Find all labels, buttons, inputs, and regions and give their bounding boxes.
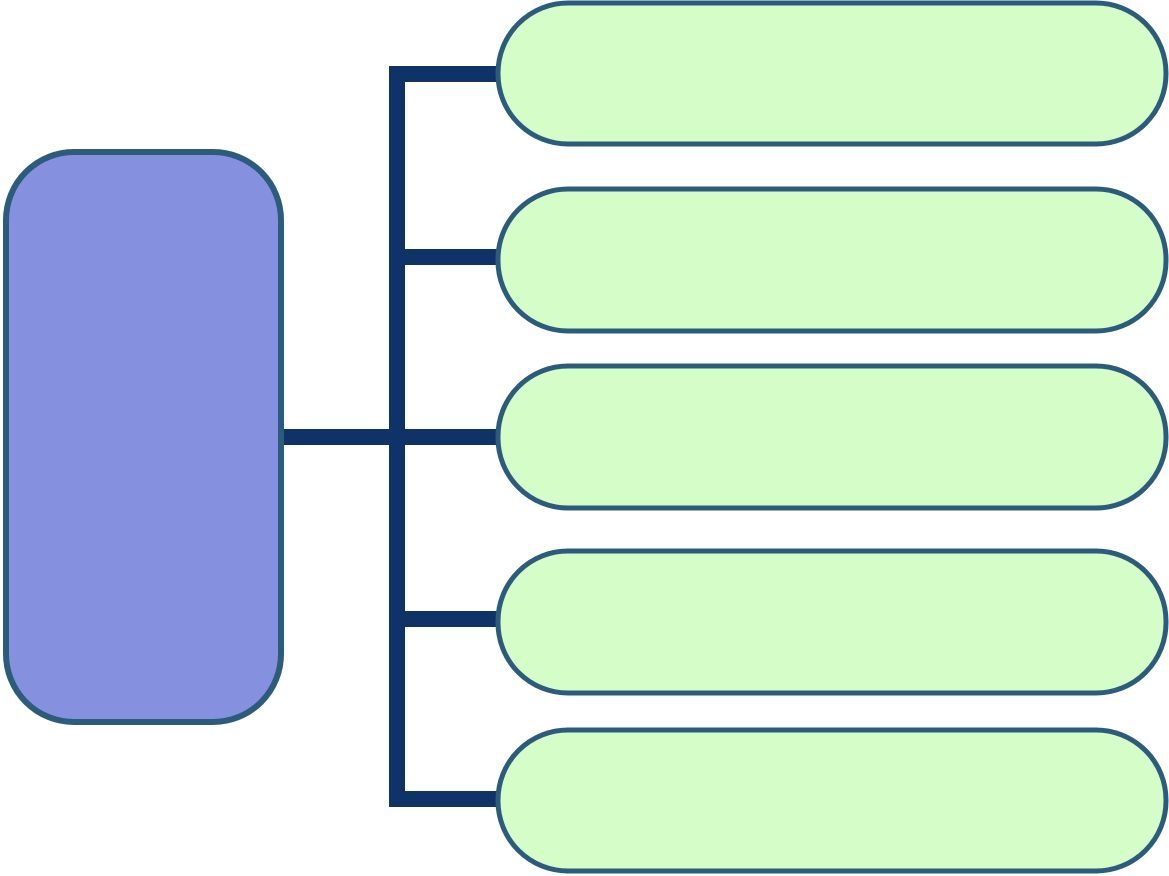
connectors xyxy=(283,66,500,807)
child-node-box xyxy=(495,548,1169,696)
child-node-4 xyxy=(495,548,1169,696)
root-node-box xyxy=(3,149,284,725)
child-node-1 xyxy=(495,0,1169,147)
child-node-box xyxy=(495,0,1169,147)
child-node-box xyxy=(495,727,1169,874)
child-node-2 xyxy=(495,186,1169,334)
child-node-box xyxy=(495,186,1169,334)
root-node xyxy=(3,149,284,725)
child-node-3 xyxy=(495,363,1169,511)
child-node-5 xyxy=(495,727,1169,874)
child-node-box xyxy=(495,363,1169,511)
